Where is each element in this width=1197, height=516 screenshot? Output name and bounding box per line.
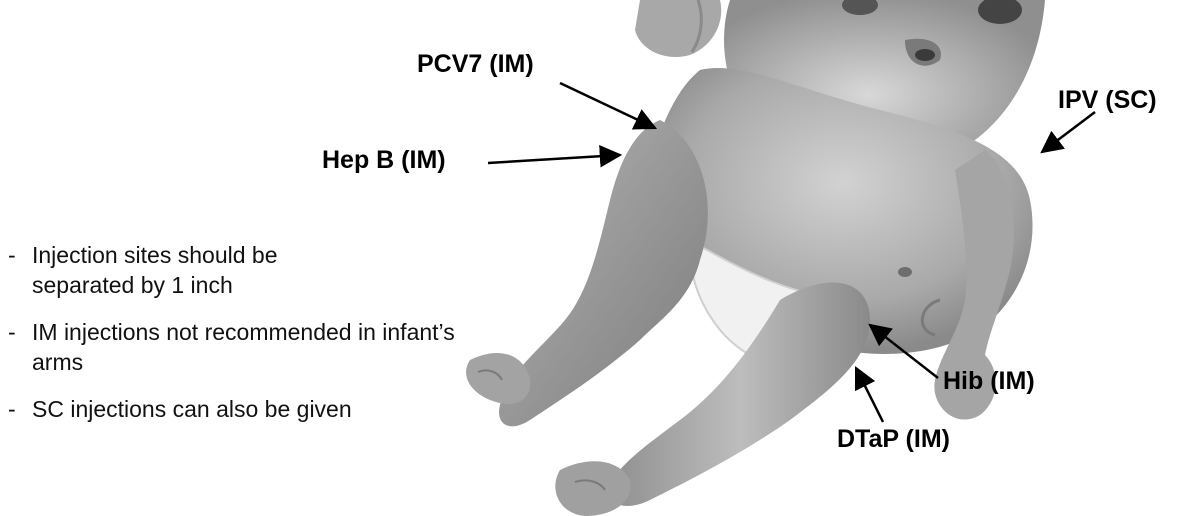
note-item: - SC injections can also be given — [6, 394, 506, 424]
note-dash: - — [8, 317, 16, 347]
note-text: SC injections can also be given — [32, 394, 492, 424]
raised-hand — [635, 0, 721, 57]
note-dash: - — [8, 240, 16, 270]
ipv-arrow — [1042, 112, 1095, 152]
note-dash: - — [8, 394, 16, 424]
hepb-arrow — [488, 155, 620, 163]
hib-label: Hib (IM) — [943, 369, 1035, 394]
dtap-label: DTaP (IM) — [837, 427, 950, 452]
dtap-arrow — [856, 368, 883, 422]
pcv7-arrow — [560, 83, 655, 128]
ipv-label: IPV (SC) — [1058, 88, 1157, 113]
hepb-label: Hep B (IM) — [322, 148, 446, 173]
note-text: Injection sites should be separated by 1… — [32, 240, 362, 300]
note-text: IM injections not recommended in infant’… — [32, 317, 492, 377]
note-item: - IM injections not recommended in infan… — [6, 317, 506, 377]
notes-list: - Injection sites should be separated by… — [6, 240, 506, 441]
pcv7-label: PCV7 (IM) — [417, 52, 534, 77]
note-item: - Injection sites should be separated by… — [6, 240, 506, 300]
